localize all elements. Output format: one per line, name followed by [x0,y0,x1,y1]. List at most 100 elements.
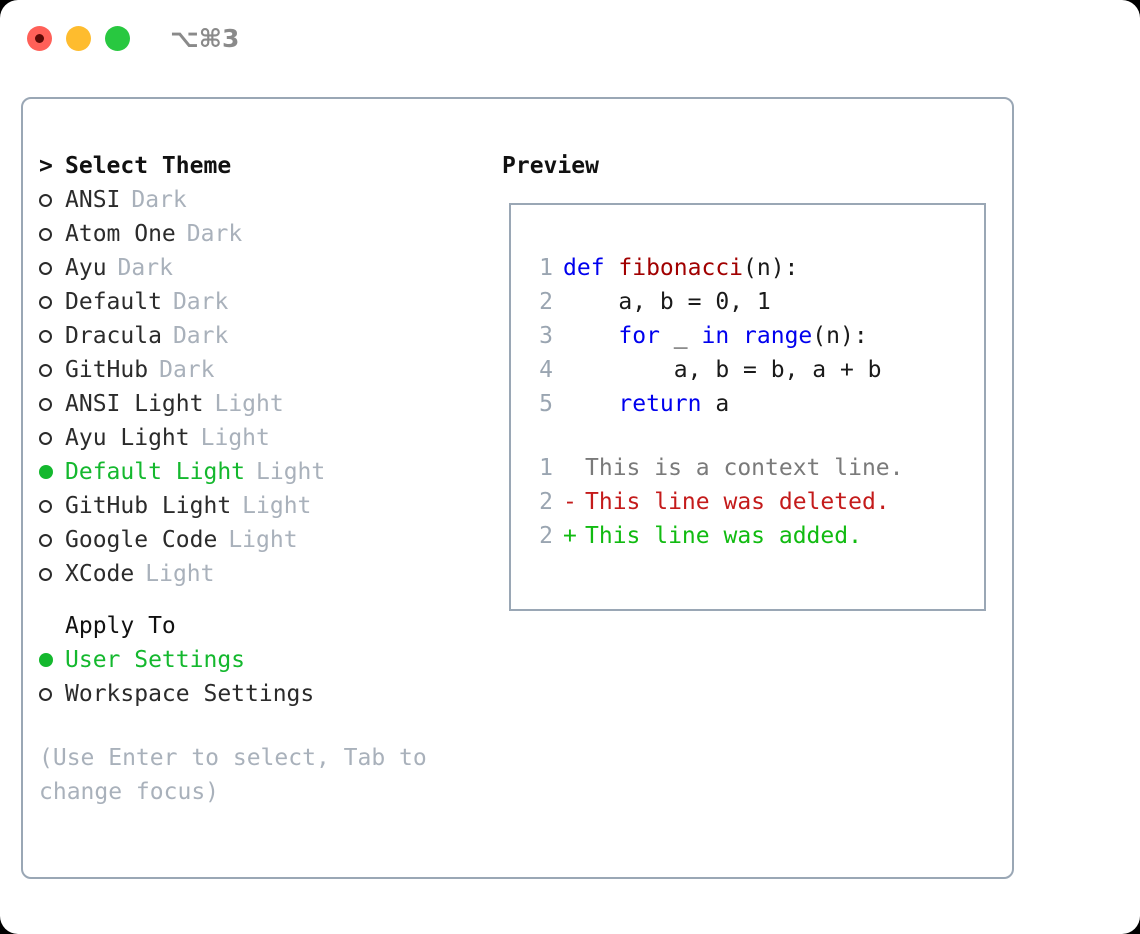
code-token-plain: a, b = 0, 1 [563,289,771,315]
radio-empty-icon[interactable] [39,533,65,547]
radio-dot [39,363,52,377]
theme-list-item[interactable]: ANSI Dark [39,183,499,217]
theme-mode-badge: Light [242,493,312,519]
code-line-text: def fibonacci(n): [563,255,798,281]
theme-name: ANSI [65,187,121,213]
theme-mode-badge: Light [200,425,270,451]
theme-list-item[interactable]: Atom One Dark [39,217,499,251]
theme-mode-badge: Light [228,527,298,553]
line-number: 4 [539,357,553,383]
theme-list-item[interactable]: Google Code Light [39,523,499,557]
radio-dot [39,329,52,343]
theme-mode-badge: Light [214,391,284,417]
theme-mode-badge: Light [256,459,326,485]
radio-dot [39,687,52,701]
radio-dot [39,295,52,309]
theme-name: Atom One [65,221,176,247]
diff-line-body: This is a context line. [563,455,904,481]
theme-list-item[interactable]: ANSI Light Light [39,387,499,421]
theme-list-item[interactable]: Default Light Light [39,455,499,489]
radio-empty-icon[interactable] [39,687,65,701]
code-line-text: for _ in range(n): [563,323,867,349]
theme-name: Dracula [65,323,162,349]
radio-empty-icon[interactable] [39,261,65,275]
line-number: 2 [539,523,553,549]
radio-dot [39,227,52,241]
theme-mode-badge: Dark [131,187,187,213]
code-line-text: a, b = b, a + b [563,357,882,383]
radio-dot [39,193,52,207]
radio-dot [39,499,52,513]
code-gap [523,421,978,451]
radio-empty-icon[interactable] [39,227,65,241]
diff-line-text: This line was added. [585,523,862,549]
radio-empty-icon[interactable] [39,295,65,309]
apply-to-option[interactable]: Workspace Settings [39,677,499,711]
theme-mode-badge: Dark [172,289,229,315]
theme-name: Default Light [65,459,246,485]
close-button[interactable] [27,26,52,51]
theme-mode-badge: Dark [172,323,229,349]
code-token-kw: in [701,323,730,349]
theme-name: Google Code [65,527,218,553]
radio-empty-icon[interactable] [39,431,65,445]
theme-list-item[interactable]: GitHub Light Light [39,489,499,523]
theme-list-item[interactable]: Ayu Light Light [39,421,499,455]
radio-empty-icon[interactable] [39,499,65,513]
theme-name: GitHub Light [65,493,232,519]
theme-list-item[interactable]: Dracula Dark [39,319,499,353]
code-token-kw: return [618,391,702,417]
radio-dot [39,397,52,411]
apply-to-option[interactable]: User Settings [39,643,499,677]
maximize-button[interactable] [105,26,130,51]
code-line: 4 a, b = b, a + b [523,353,978,387]
code-token-plain [563,323,618,349]
code-token-plain: a, b = b, a + b [563,357,882,383]
radio-selected-icon[interactable] [39,465,65,479]
radio-selected-icon[interactable] [39,653,65,667]
diff-sign: - [563,489,577,515]
caret-icon: > [39,153,53,179]
theme-name: Default [65,289,162,315]
code-line-text: return a [563,391,729,417]
minimize-button[interactable] [66,26,91,51]
code-token-plain: (n): [743,255,799,281]
radio-empty-icon[interactable] [39,193,65,207]
code-token-plain [563,391,618,417]
radio-dot [39,653,53,667]
line-number: 3 [539,323,553,349]
code-token-plain: _ [659,323,702,349]
theme-list-item[interactable]: Default Dark [39,285,499,319]
radio-dot [39,465,53,479]
code-line-text: a, b = 0, 1 [563,289,771,315]
code-token-kw: def [563,255,619,281]
theme-name: Ayu Light [65,425,190,451]
radio-dot [39,567,52,581]
theme-name: Ayu [65,255,107,281]
theme-mode-badge: Dark [186,221,243,247]
preview-title: Preview [502,153,599,179]
code-token-fn: fibonacci [618,255,744,281]
radio-empty-icon[interactable] [39,567,65,581]
theme-mode-badge: Dark [117,255,173,281]
keyboard-shortcut-label: ⌥⌘3 [170,24,240,53]
radio-empty-icon[interactable] [39,363,65,377]
radio-empty-icon[interactable] [39,329,65,343]
diff-sample: 1 This is a context line.2-This line was… [523,451,978,553]
code-token-kw: for [618,323,660,349]
radio-empty-icon[interactable] [39,397,65,411]
line-number: 2 [539,489,553,515]
apply-to-option-label: User Settings [65,647,246,673]
theme-mode-badge: Dark [159,357,215,383]
code-line: 5 return a [523,387,978,421]
traffic-lights [27,26,130,51]
theme-list-item[interactable]: Ayu Dark [39,251,499,285]
theme-name: ANSI Light [65,391,204,417]
